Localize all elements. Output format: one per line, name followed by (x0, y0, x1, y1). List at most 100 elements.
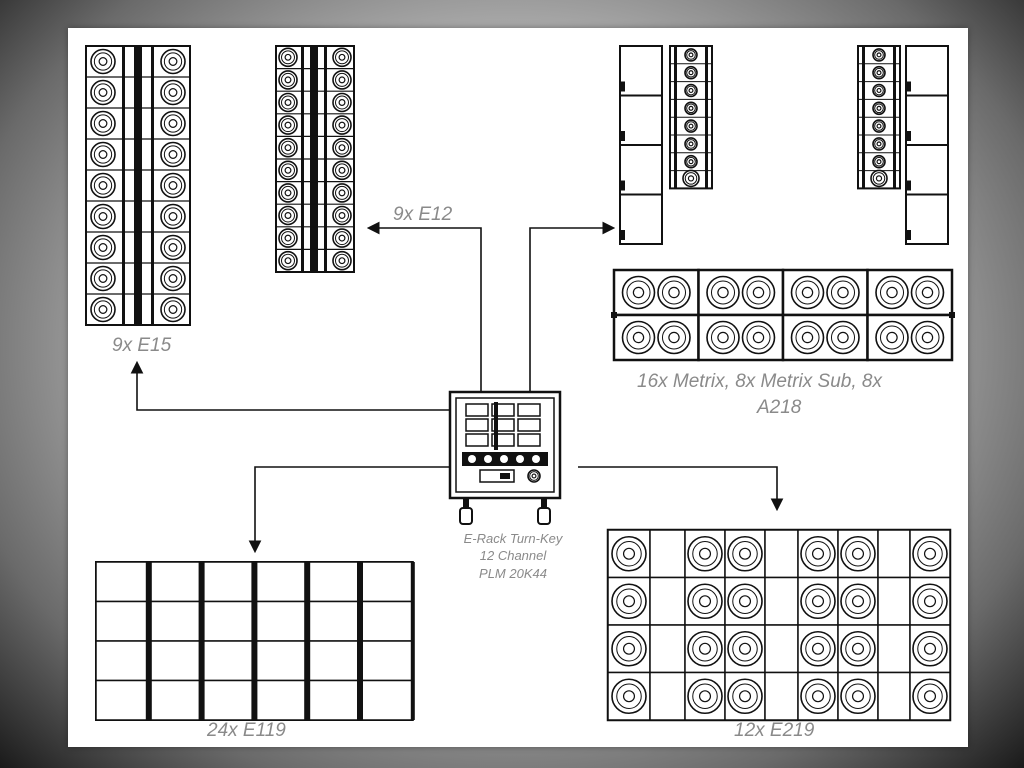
metrix-sub-box (905, 144, 949, 196)
a218-driver-icon (826, 275, 860, 310)
e12-driver-icon (332, 228, 352, 248)
e12-driver-icon (278, 137, 298, 158)
metrix-sub-box (619, 144, 663, 196)
e12-driver-icon (332, 205, 352, 226)
e219-driver-icon (840, 630, 876, 667)
metrix-driver-icon (872, 154, 886, 169)
e12-driver-icon (332, 92, 352, 113)
e219-driver-icon (912, 630, 948, 667)
e219-driver-icon (840, 535, 876, 572)
e219-driver-icon (611, 630, 647, 667)
label-e12: 9x E12 (393, 204, 453, 225)
rack-caster-icon (541, 498, 547, 508)
label-e15: 9x E15 (112, 335, 172, 356)
a218-driver-icon (706, 275, 740, 310)
a218-driver-icon (741, 320, 776, 355)
a218-driver-icon (621, 320, 656, 355)
e219-driver-icon (687, 678, 723, 715)
e219-driver-icon (800, 583, 836, 620)
e219-driver-icon (727, 535, 763, 572)
e119-cabinet (253, 561, 308, 603)
e119-cabinet (95, 679, 150, 721)
metrix-driver-icon (682, 169, 700, 188)
label-e119: 24x E119 (207, 720, 286, 741)
e119-cabinet (306, 679, 361, 721)
e219-cell (877, 576, 911, 626)
metrix-sub-box (619, 94, 663, 146)
e219-driver-icon (687, 583, 723, 620)
e119-rigging (304, 562, 311, 720)
e15-driver-icon (160, 265, 186, 292)
e15-driver-icon (160, 234, 186, 261)
e12-driver-icon (278, 47, 298, 68)
e15-driver-icon (160, 203, 186, 230)
metrix-driver-icon (684, 65, 698, 80)
e119-cabinet (200, 561, 256, 603)
e15-driver-icon (160, 296, 186, 323)
e119-rigging (145, 562, 152, 720)
e219-cell (877, 624, 911, 674)
rack-module (465, 403, 489, 417)
metrix-driver-icon (872, 65, 886, 80)
e15-driver-icon (90, 48, 116, 75)
e119-cabinet (306, 600, 361, 642)
e15-driver-icon (90, 265, 116, 292)
a218-driver-icon (790, 275, 825, 310)
e15-driver-icon (90, 110, 116, 137)
a218-driver-icon (657, 275, 691, 310)
e15-driver-icon (160, 48, 186, 75)
e119-array (95, 561, 415, 721)
e219-driver-icon (727, 678, 763, 715)
e219-cell (877, 671, 911, 721)
connection-lines (130, 221, 784, 554)
label-erack-3: PLM 20K44 (479, 566, 547, 581)
e15-array (85, 45, 191, 326)
e12-driver-icon (332, 47, 352, 68)
e119-cabinet (253, 640, 308, 682)
e119-cabinet (148, 640, 203, 682)
e119-rigging (198, 562, 205, 720)
e12-driver-icon (332, 70, 352, 90)
e12-driver-icon (332, 137, 352, 158)
e15-driver-icon (160, 172, 186, 199)
e12-driver-icon (278, 205, 298, 226)
e15-driver-icon (160, 141, 186, 168)
metrix-sub-box (619, 45, 663, 97)
e219-driver-icon (687, 535, 723, 572)
label-erack-1: E-Rack Turn-Key (463, 531, 563, 546)
e219-driver-icon (611, 583, 647, 620)
a218-driver-icon (706, 320, 740, 355)
e219-cell (764, 671, 799, 721)
label-erack-2: 12 Channel (479, 548, 547, 563)
metrix-driver-icon (684, 119, 698, 133)
e219-driver-icon (727, 630, 763, 667)
e15-driver-icon (90, 79, 116, 106)
e119-cabinet (306, 640, 361, 682)
metrix-sub-box (619, 193, 663, 245)
a218-driver-icon (741, 275, 776, 310)
metrix-driver-icon (872, 48, 886, 62)
a218-driver-icon (657, 320, 691, 355)
metrix-sub-box (905, 193, 949, 245)
e119-cabinet (95, 561, 150, 603)
e119-cabinet (200, 679, 256, 721)
e219-array (606, 528, 952, 722)
e119-cabinet (359, 679, 414, 721)
e12-driver-icon (332, 160, 352, 181)
metrix-driver-icon (684, 101, 698, 116)
e219-driver-icon (611, 535, 647, 572)
label-metrix: 16x Metrix, 8x Metrix Sub, 8x (637, 371, 882, 392)
rack-module (465, 433, 489, 447)
a218-driver-icon (621, 275, 656, 310)
e119-cabinet (95, 640, 150, 682)
e119-cabinet (200, 640, 256, 682)
e119-rigging (357, 562, 363, 720)
rack-port-icon (527, 469, 541, 483)
e119-rigging (251, 562, 258, 720)
metrix-sub-box (905, 94, 949, 146)
e15-driver-icon (160, 79, 186, 106)
e219-cell (764, 529, 799, 579)
e219-driver-icon (912, 678, 948, 715)
